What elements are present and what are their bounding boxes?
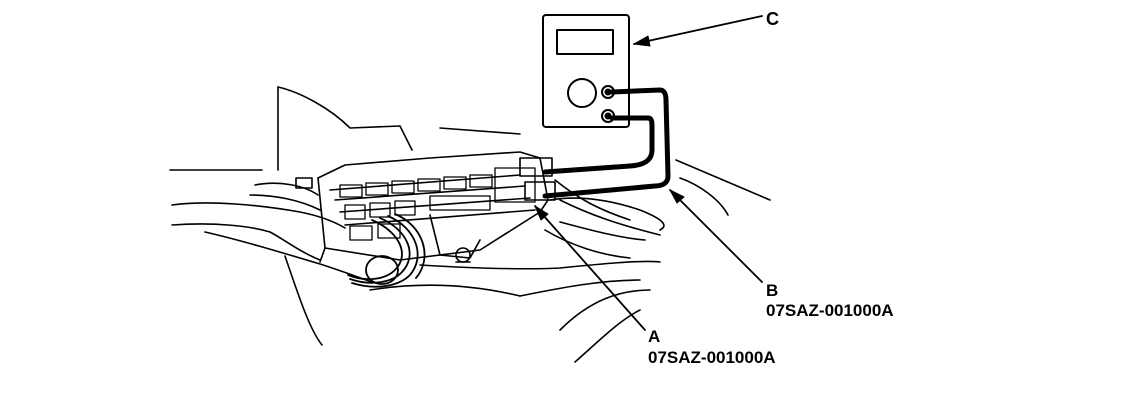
right-hand xyxy=(544,197,665,259)
leader-c-arrow xyxy=(633,15,763,45)
multimeter xyxy=(542,14,630,128)
probe-lead-a xyxy=(542,115,655,175)
leader-b-arrow xyxy=(669,189,763,283)
leader-b-arrowhead xyxy=(669,189,685,204)
leader-a-arrowhead xyxy=(534,205,549,221)
callout-c-label: C xyxy=(766,9,779,29)
connector-block xyxy=(339,167,536,241)
probe-lead-b xyxy=(542,87,671,199)
callout-a-part-number: 07SAZ-001000A xyxy=(648,348,776,367)
callout-a-label: A xyxy=(648,327,661,346)
probe-tips xyxy=(519,157,661,236)
callout-b-label: B xyxy=(766,281,779,300)
console-outline xyxy=(284,255,661,363)
leader-c-arrowhead xyxy=(633,35,651,47)
callout-b-part-number: 07SAZ-001000A xyxy=(766,301,894,320)
leader-a-arrow xyxy=(534,205,646,331)
left-hand xyxy=(171,182,373,283)
wire-harness xyxy=(347,213,426,288)
dashboard-outline xyxy=(169,86,771,216)
